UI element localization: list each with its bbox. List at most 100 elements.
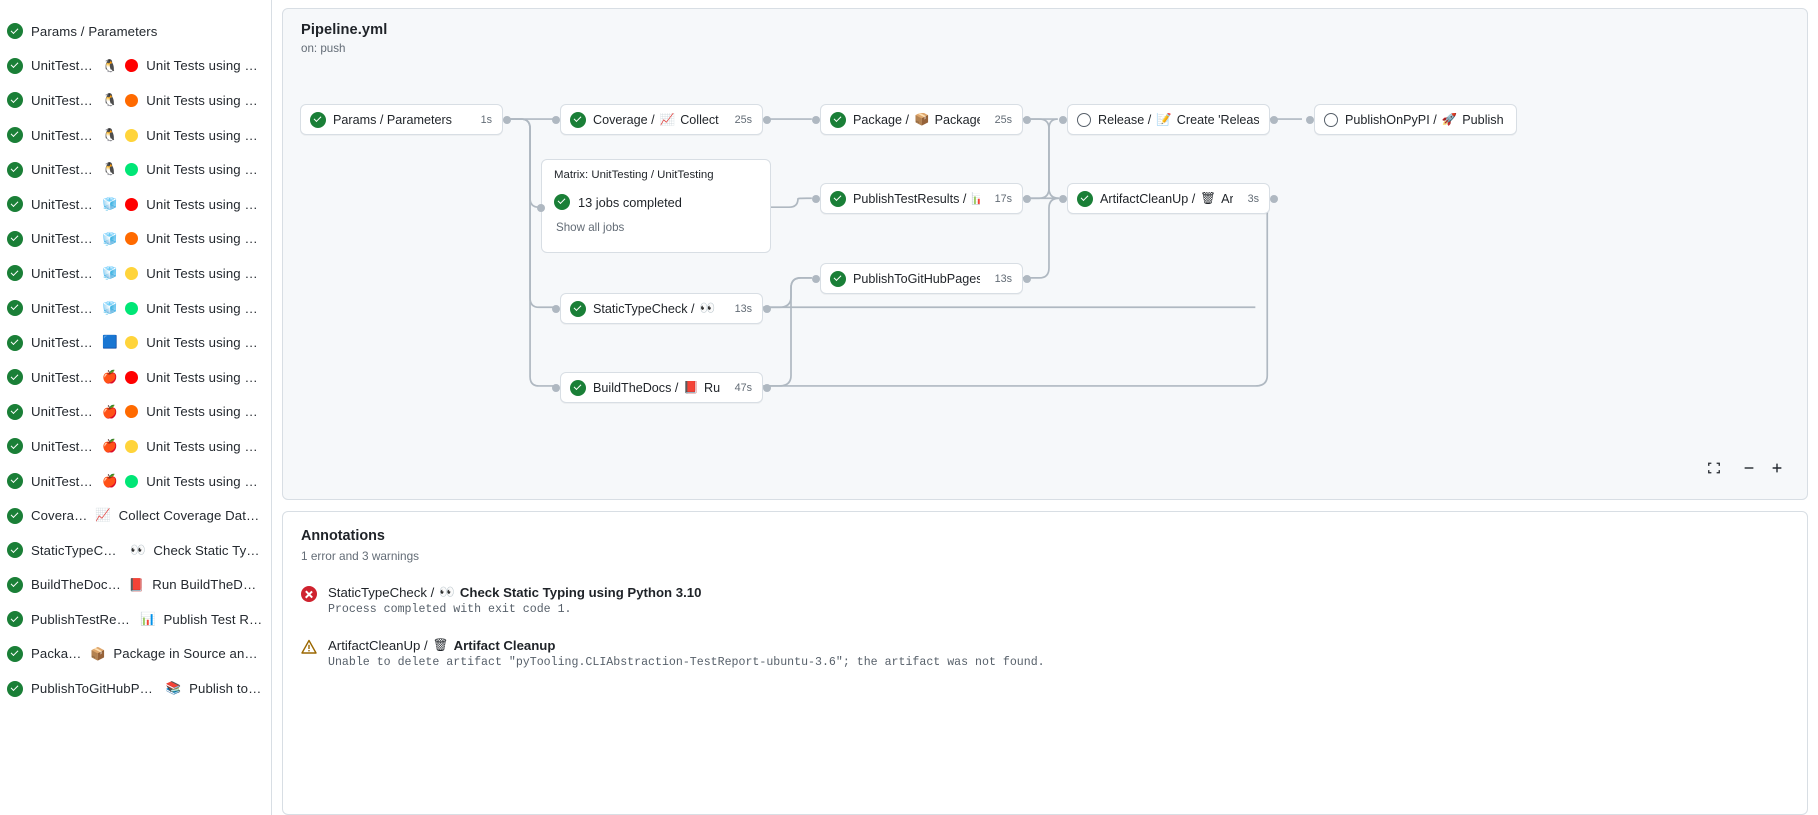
python-version-dot [125, 128, 139, 142]
success-check-icon [7, 438, 23, 455]
success-check-icon [7, 645, 23, 662]
matrix-group-unittesting[interactable]: Matrix: UnitTesting / UnitTesting 13 job… [541, 159, 771, 253]
sidebar-item-19[interactable]: PublishToGitHubPages /📚Publish to G... [0, 671, 271, 706]
graph-node-package[interactable]: Package /📦Package in So... 25s [820, 104, 1023, 135]
sidebar-item-12[interactable]: UnitTesting /🍎Unit Tests using Pyth... [0, 429, 271, 464]
annotation-step: Check Static Typing using Python 3.10 [459, 585, 702, 600]
node-output-port [1023, 115, 1031, 124]
sidebar-item-14[interactable]: Coverage /📈Collect Coverage Data usi... [0, 498, 271, 533]
eyes-icon: 👀 [699, 301, 716, 316]
sidebar-item-1[interactable]: UnitTesting /🐧Unit Tests using Pyth... [0, 49, 271, 84]
graph-node-artifact[interactable]: ArtifactCleanUp /🗑Artifac...3s [1067, 183, 1270, 214]
sidebar-item-8[interactable]: UnitTesting /🧊Unit Tests using Pyth... [0, 291, 271, 326]
show-all-jobs-link[interactable]: Show all jobs [556, 221, 625, 234]
main-content: Pipeline.yml on: push [272, 0, 1818, 815]
graph-node-builddocs[interactable]: BuildTheDocs /📕Run Buil...47s [560, 372, 763, 403]
success-check-icon [7, 473, 23, 490]
node-output-port [1270, 115, 1278, 124]
wastebasket-icon: 🗑 [1200, 191, 1217, 206]
sidebar-item-16[interactable]: BuildTheDocs /📕Run BuildTheDocs [0, 568, 271, 603]
graph-node-duration: 17s [994, 192, 1012, 205]
sidebar-item-step: Publish Test Resu... [163, 611, 263, 627]
python-version-dot [125, 93, 139, 107]
graph-node-job: Params / Parameters [333, 112, 452, 127]
success-check-icon [7, 576, 23, 593]
graph-node-label: PublishToGitHubPages /📚... [853, 272, 980, 286]
python-version-dot [125, 163, 139, 177]
sidebar-item-step: Check Static Typing... [153, 542, 263, 558]
graph-node-label: Coverage /📈Collect Cove... [593, 113, 720, 127]
sidebar-item-9[interactable]: UnitTesting /🟦Unit Tests using Pyth... [0, 325, 271, 360]
zoom-out-icon[interactable] [1737, 456, 1761, 480]
graph-node-label: ArtifactCleanUp /🗑Artifac... [1100, 192, 1233, 206]
node-input-port [552, 304, 560, 313]
graph-node-release[interactable]: Release /📝Create 'Release P... [1067, 104, 1270, 135]
python-version-dot [125, 405, 139, 419]
zoom-button-group[interactable] [1737, 456, 1789, 480]
python-version-dot [125, 266, 139, 280]
sidebar-item-6[interactable]: UnitTesting /🧊Unit Tests using Pyth... [0, 222, 271, 257]
graph-node-step: Artifac... [1221, 191, 1233, 206]
apple-macos-icon: 🍎 [101, 439, 118, 454]
graph-node-label: BuildTheDocs /📕Run Buil... [593, 381, 720, 395]
sidebar-item-label: Package / [31, 646, 83, 662]
graph-node-statictype[interactable]: StaticTypeCheck /👀Chec...13s [560, 293, 763, 324]
sidebar-item-3[interactable]: UnitTesting /🐧Unit Tests using Pyth... [0, 118, 271, 153]
success-check-icon [570, 379, 586, 396]
graph-node-publishpages[interactable]: PublishToGitHubPages /📚...13s [820, 263, 1023, 294]
node-input-port [812, 115, 820, 124]
matrix-jobs-row[interactable]: 13 jobs completed [554, 194, 758, 210]
zoom-in-icon[interactable] [1765, 456, 1789, 480]
node-output-port [763, 383, 771, 392]
graph-node-job: StaticTypeCheck / [593, 301, 695, 316]
sidebar-item-5[interactable]: UnitTesting /🧊Unit Tests using Pyth... [0, 187, 271, 222]
sidebar-item-10[interactable]: UnitTesting /🍎Unit Tests using Pyth... [0, 360, 271, 395]
workflow-title: Pipeline.yml [301, 22, 388, 38]
annotation-step: Artifact Cleanup [453, 638, 556, 653]
sidebar-item-18[interactable]: Package /📦Package in Source and Wh... [0, 637, 271, 672]
sidebar-item-label: UnitTesting / [31, 58, 95, 74]
python-version-dot [125, 370, 139, 384]
sidebar-item-7[interactable]: UnitTesting /🧊Unit Tests using Pyth... [0, 256, 271, 291]
graph-node-job: BuildTheDocs / [593, 380, 679, 395]
graph-node-job: Package / [853, 112, 910, 127]
fit-screen-icon[interactable] [1702, 456, 1726, 480]
sidebar-item-step: Collect Coverage Data usi... [118, 508, 263, 524]
sidebar-item-step: Unit Tests using Pyth... [146, 265, 263, 281]
sidebar-item-label: UnitTesting / [31, 473, 95, 489]
sidebar-item-step: Run BuildTheDocs [152, 577, 263, 593]
graph-node-step: Publish to ... [1462, 112, 1506, 127]
sidebar-item-step: Unit Tests using Pyth... [146, 196, 263, 212]
annotation-job: StaticTypeCheck / [328, 585, 435, 600]
sidebar-item-4[interactable]: UnitTesting /🐧Unit Tests using Pyth... [0, 152, 271, 187]
sidebar-item-label: UnitTesting / [31, 438, 95, 454]
graph-node-publishtest[interactable]: PublishTestResults /📊Pu...17s [820, 183, 1023, 214]
sidebar-item-15[interactable]: StaticTypeCheck /👀Check Static Typing... [0, 533, 271, 568]
sidebar-item-17[interactable]: PublishTestResults /📊Publish Test Resu..… [0, 602, 271, 637]
graph-zoom-controls[interactable] [1702, 456, 1789, 480]
sidebar-item-13[interactable]: UnitTesting /🍎Unit Tests using Pyth... [0, 464, 271, 499]
success-check-icon [554, 194, 570, 210]
sidebar-item-label: PublishTestResults / [31, 611, 133, 627]
python-version-dot [125, 301, 139, 315]
sidebar-item-label: UnitTesting / [31, 92, 95, 108]
graph-node-label: Package /📦Package in So... [853, 113, 980, 127]
graph-node-duration: 25s [994, 113, 1012, 126]
annotation-body: StaticTypeCheck /👀Check Static Typing us… [328, 585, 701, 616]
sidebar-item-0[interactable]: Params / Parameters [0, 14, 271, 49]
graph-node-coverage[interactable]: Coverage /📈Collect Cove...25s [560, 104, 763, 135]
success-check-icon [7, 127, 23, 144]
graph-node-pypi[interactable]: PublishOnPyPI /🚀Publish to ... [1314, 104, 1517, 135]
matrix-input-port [537, 203, 545, 212]
annotation-item-error[interactable]: StaticTypeCheck /👀Check Static Typing us… [301, 585, 1789, 616]
node-input-port [812, 194, 820, 203]
annotation-message: Process completed with exit code 1. [328, 603, 572, 616]
graph-node-step: Package in So... [934, 112, 980, 127]
sidebar-item-11[interactable]: UnitTesting /🍎Unit Tests using Pyth... [0, 395, 271, 430]
sidebar-item-2[interactable]: UnitTesting /🐧Unit Tests using Pyth... [0, 83, 271, 118]
sidebar-item-step: Unit Tests using Pyth... [146, 473, 263, 489]
